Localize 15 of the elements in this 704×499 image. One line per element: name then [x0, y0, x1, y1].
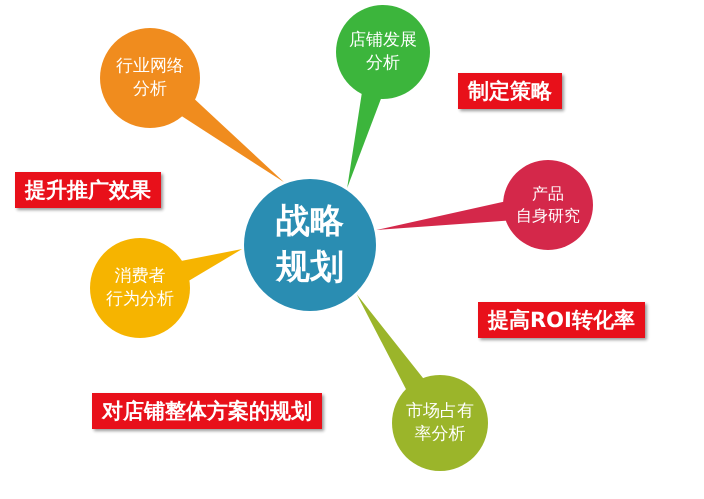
bubble-text: 市场占有率分析 — [406, 400, 474, 446]
bubble-text: 消费者行为分析 — [106, 265, 174, 311]
tag-label: 对店铺整体方案的规划 — [92, 393, 322, 429]
bubble-tail — [347, 92, 382, 188]
tag-label: 制定策略 — [458, 73, 562, 109]
bubble-text: 行业网络分析 — [116, 55, 184, 101]
bubble-tail — [356, 294, 424, 390]
tag-label: 提升推广效果 — [15, 172, 161, 208]
tag-label: 提高ROI转化率 — [478, 302, 645, 338]
bubble-tail — [376, 202, 507, 230]
bubble-text: 战略规划 — [276, 200, 344, 289]
bubble-tail — [180, 249, 242, 281]
bubble-text: 产品自身研究 — [516, 183, 580, 227]
bubble-tail — [181, 98, 284, 182]
bubble-text: 店铺发展分析 — [349, 29, 417, 75]
